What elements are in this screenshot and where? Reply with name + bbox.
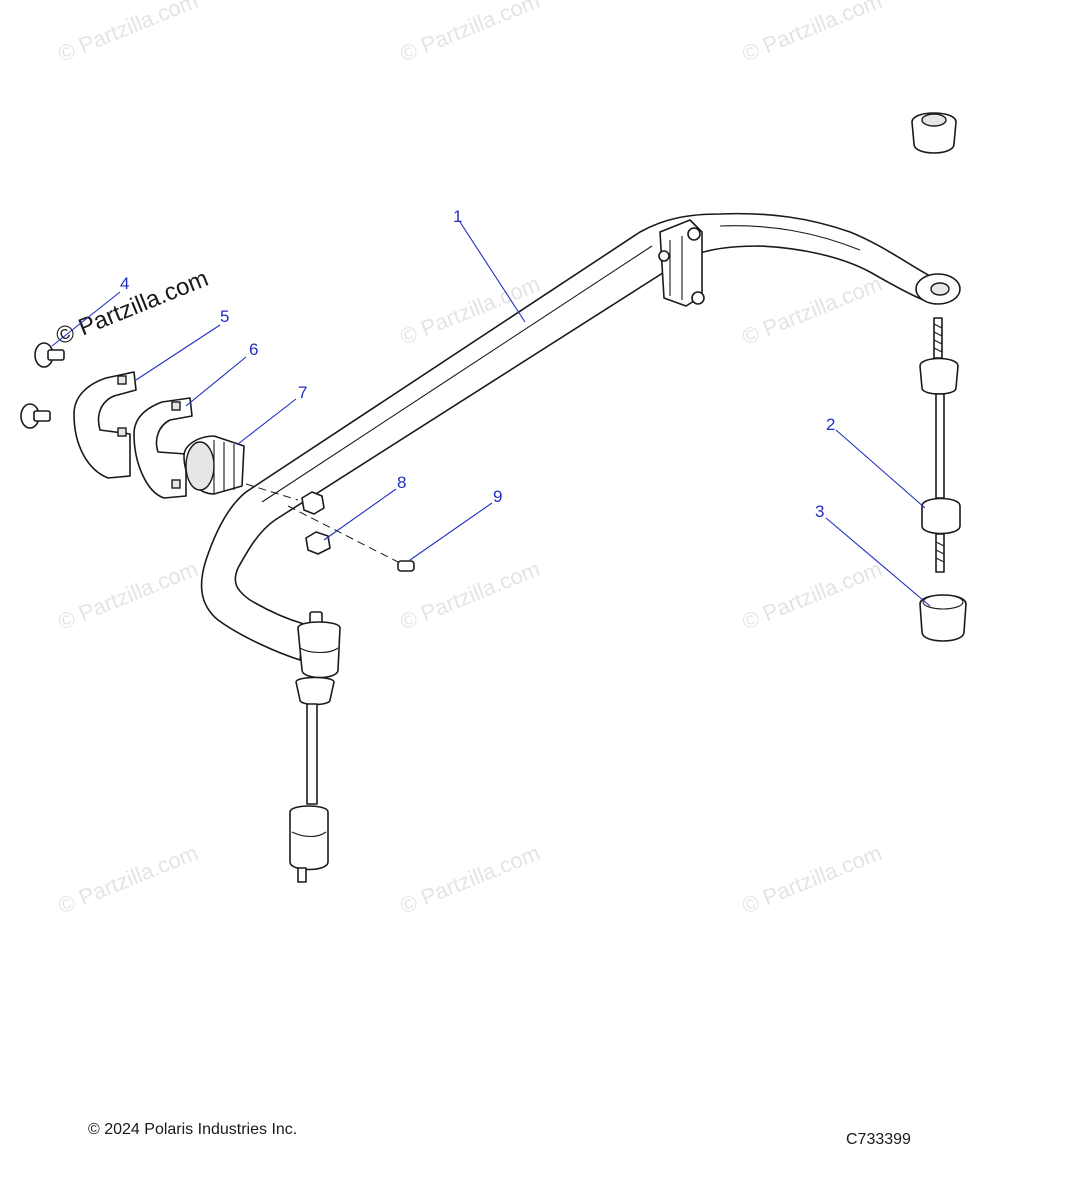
watermark: © Partzilla.com: [397, 0, 544, 67]
callout-1: 1: [453, 207, 462, 226]
alignment-line: [287, 505, 399, 563]
stabilizer-bar: [200, 212, 961, 661]
end-link: [919, 317, 961, 573]
nut-lower: [305, 531, 331, 555]
watermark: © Partzilla.com: [739, 840, 886, 919]
watermark: © Partzilla.com: [55, 840, 202, 919]
callout-numbers: 1 2 3 4 5 6 7 8 9: [120, 207, 835, 521]
bolt-upper: [34, 342, 65, 368]
watermark: © Partzilla.com: [55, 0, 202, 67]
callout-2: 2: [826, 415, 835, 434]
callout-9: 9: [493, 487, 502, 506]
clamp-inner: [133, 397, 193, 499]
watermark-primary: © Partzilla.com: [52, 265, 212, 351]
alignment-line: [245, 483, 299, 501]
bar-bushing: [183, 435, 245, 495]
callout-5: 5: [220, 307, 229, 326]
callout-7: 7: [298, 383, 307, 402]
left-end-link: [289, 611, 341, 883]
callout-8: 8: [397, 473, 406, 492]
callout-4: 4: [120, 274, 129, 293]
watermark: © Partzilla.com: [739, 556, 886, 635]
watermark: © Partzilla.com: [397, 556, 544, 635]
watermark: © Partzilla.com: [397, 840, 544, 919]
callout-6: 6: [249, 340, 258, 359]
leader-lines: [51, 221, 931, 607]
bolt-lower: [20, 403, 51, 429]
link-bushing-upper: [911, 112, 957, 154]
nut-upper: [301, 491, 325, 515]
watermark: © Partzilla.com: [55, 556, 202, 635]
drawing-code: C733399: [846, 1131, 911, 1148]
watermark: © Partzilla.com: [739, 0, 886, 67]
grease-fitting: [397, 560, 415, 572]
link-bushing-lower: [919, 594, 967, 642]
watermark: © Partzilla.com: [739, 271, 886, 350]
copyright-notice: © 2024 Polaris Industries Inc.: [88, 1121, 298, 1138]
clamp-outer: [73, 371, 137, 479]
callout-3: 3: [815, 502, 824, 521]
